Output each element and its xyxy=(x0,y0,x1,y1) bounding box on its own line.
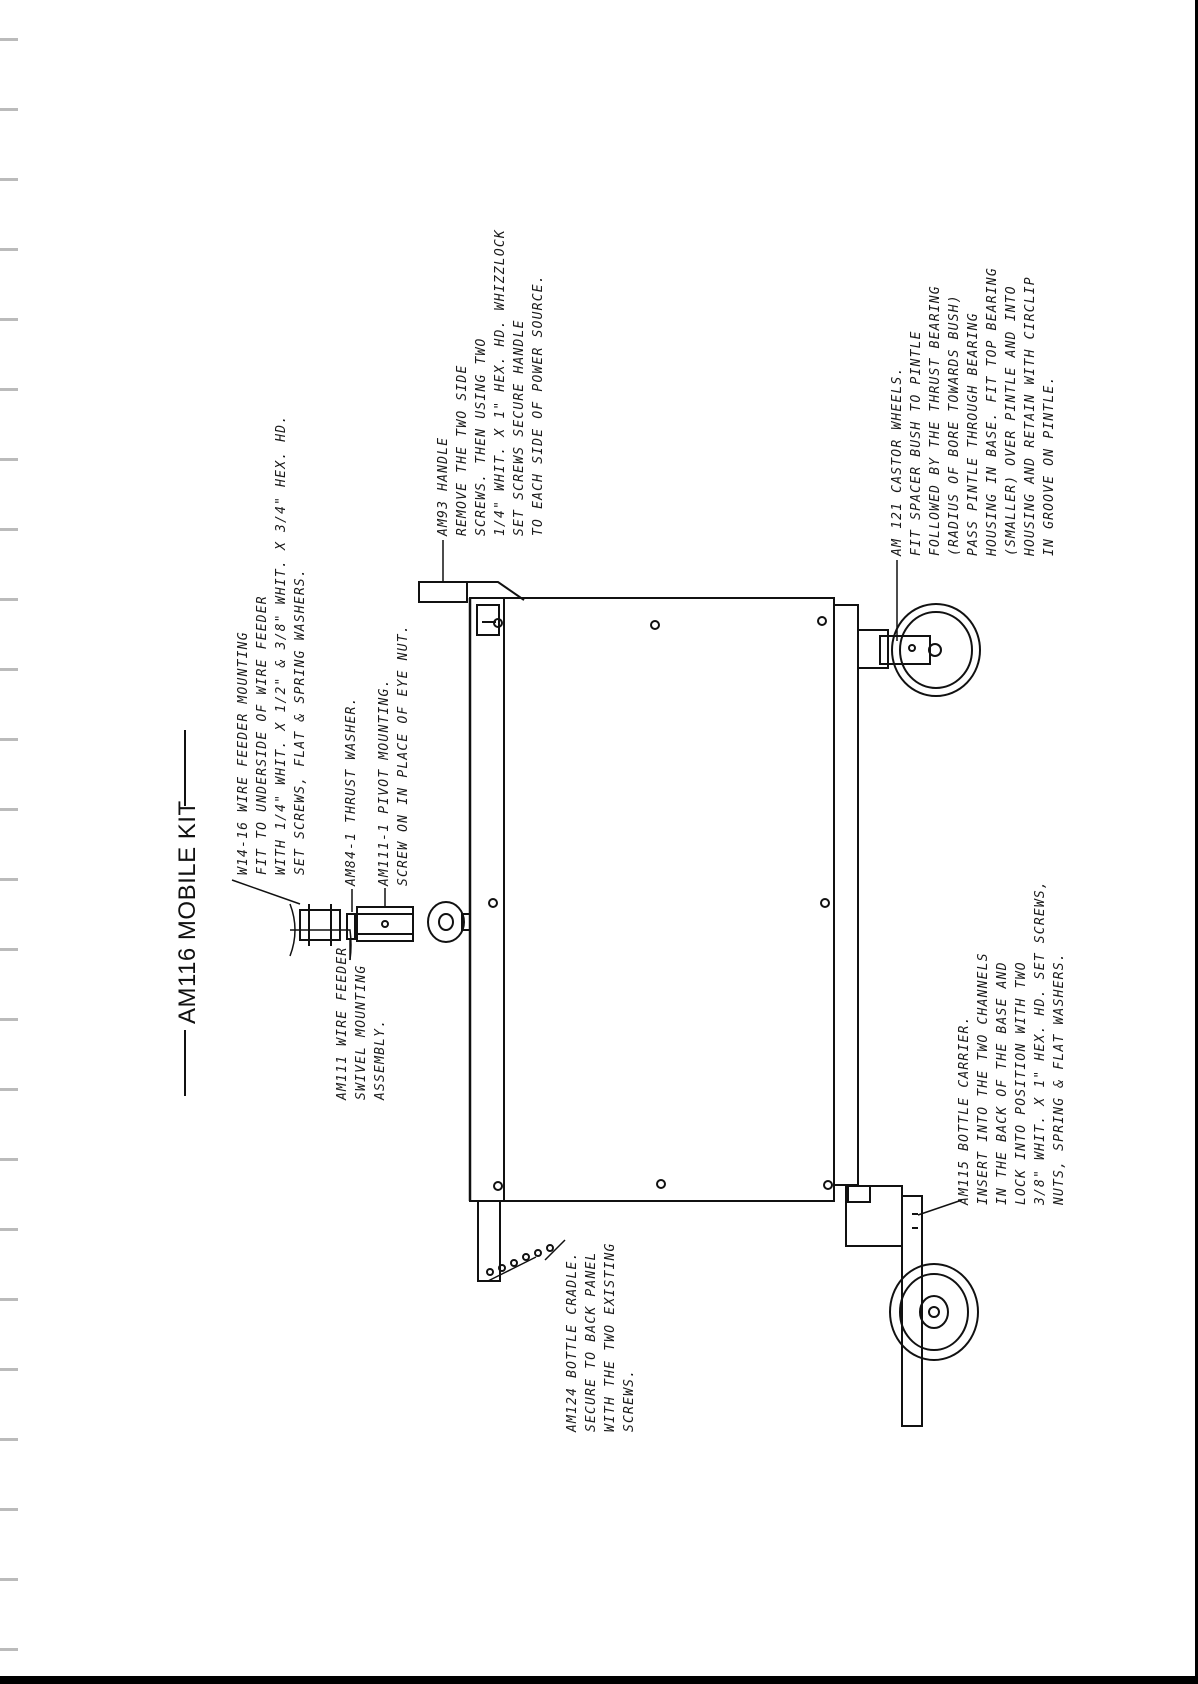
scan-edge-right xyxy=(1195,0,1198,1684)
bottle-carrier xyxy=(846,1186,978,1426)
label-line: AM115 BOTTLE CARRIER. xyxy=(957,1015,972,1205)
label-line: NUTS, SPRING & FLAT WASHERS. xyxy=(1052,952,1067,1205)
cabinet-body xyxy=(470,598,834,1201)
label-line: IN GROOVE ON PINTLE. xyxy=(1042,375,1057,556)
bottle-cradle xyxy=(478,1201,553,1281)
label-line: SCREWS. THEN USING TWO xyxy=(474,337,489,536)
castor-wheel xyxy=(858,604,980,696)
pivot-mounting-part xyxy=(357,907,413,941)
label-line: AM111 WIRE FEEDER xyxy=(335,946,350,1100)
label-line: SWIVEL MOUNTING xyxy=(354,964,369,1100)
label-line: AM 121 CASTOR WHEELS. xyxy=(890,366,905,556)
label-bottle-cradle: AM124 BOTTLE CRADLE. SECURE TO BACK PANE… xyxy=(563,1242,639,1432)
label-line: LOCK INTO POSITION WITH TWO xyxy=(1014,961,1029,1205)
label-line: WITH THE TWO EXISTING xyxy=(603,1242,618,1432)
handle-part xyxy=(419,582,524,635)
top-rail xyxy=(470,598,504,1201)
label-line: (RADIUS OF BORE TOWARDS BUSH) xyxy=(947,294,962,556)
label-line: PASS PINTLE THROUGH BEARING xyxy=(966,312,981,556)
label-line: SET SCREWS SECURE HANDLE xyxy=(512,319,527,536)
label-handle: AM93 HANDLE REMOVE THE TWO SIDE SCREWS. … xyxy=(434,229,548,536)
label-line: ASSEMBLY. xyxy=(373,1018,388,1100)
label-line: WITH 1/4" WHIT. X 1/2" & 3/8" WHIT. X 3/… xyxy=(274,414,289,875)
label-line: 3/8" WHIT. X 1" HEX. HD. SET SCREWS, xyxy=(1033,880,1048,1205)
label-line: AM84-1 THRUST WASHER. xyxy=(344,696,359,886)
label-line: SCREW ON IN PLACE OF EYE NUT. xyxy=(396,624,411,886)
leader-bottle-cradle xyxy=(545,1240,565,1260)
label-thrust-washer: AM84-1 THRUST WASHER. xyxy=(342,696,361,886)
label-line: 1/4" WHIT. X 1" HEX. HD. WHIZZLOCK xyxy=(493,229,508,536)
label-wire-feeder-mounting: W14-16 WIRE FEEDER MOUNTING FIT TO UNDER… xyxy=(234,415,310,875)
scan-edge-bottom xyxy=(0,1676,1198,1684)
label-bottle-carrier: AM115 BOTTLE CARRIER. INSERT INTO THE TW… xyxy=(955,880,1069,1205)
label-swivel-assembly: AM111 WIRE FEEDER SWIVEL MOUNTING ASSEMB… xyxy=(333,947,390,1100)
cabinet-screws xyxy=(489,617,832,1190)
label-line: FOLLOWED BY THE THRUST BEARING xyxy=(928,285,943,556)
label-line: SECURE TO BACK PANEL xyxy=(584,1251,599,1432)
label-line: INSERT INTO THE TWO CHANNELS xyxy=(976,952,991,1205)
label-line: FIT TO UNDERSIDE OF WIRE FEEDER xyxy=(255,595,270,875)
scan-edge-left xyxy=(0,0,18,1684)
label-line: W14-16 WIRE FEEDER MOUNTING xyxy=(236,631,251,875)
leader-bottle-carrier xyxy=(918,1200,962,1215)
label-line: REMOVE THE TWO SIDE xyxy=(455,364,470,536)
label-line: AM93 HANDLE xyxy=(436,436,451,536)
label-line: HOUSING AND RETAIN WITH CIRCLIP xyxy=(1023,276,1038,556)
label-line: AM124 BOTTLE CRADLE. xyxy=(565,1251,580,1432)
leader-wire-feeder xyxy=(232,880,300,904)
drawing-title: AM116 MOBILE KIT xyxy=(174,800,201,1024)
eye-nut xyxy=(428,902,470,942)
wire-feeder-mounting-part xyxy=(300,904,340,946)
label-line: SCREWS. xyxy=(622,1368,637,1432)
label-line: FIT SPACER BUSH TO PINTLE xyxy=(909,330,924,556)
base-channel xyxy=(834,605,858,1185)
label-line: TO EACH SIDE OF POWER SOURCE. xyxy=(531,274,546,536)
label-line: IN THE BACK OF THE BASE AND xyxy=(995,961,1010,1205)
label-pivot-mounting: AM111-1 PIVOT MOUNTING. SCREW ON IN PLAC… xyxy=(375,624,413,886)
label-castor-wheels: AM 121 CASTOR WHEELS. FIT SPACER BUSH TO… xyxy=(888,267,1059,556)
label-line: HOUSING IN BASE. FIT TOP BEARING xyxy=(985,267,1000,556)
label-line: AM111-1 PIVOT MOUNTING. xyxy=(377,678,392,886)
label-line: (SMALLER) OVER PINTLE AND INTO xyxy=(1004,285,1019,556)
label-line: SET SCREWS, FLAT & SPRING WASHERS. xyxy=(293,568,308,875)
